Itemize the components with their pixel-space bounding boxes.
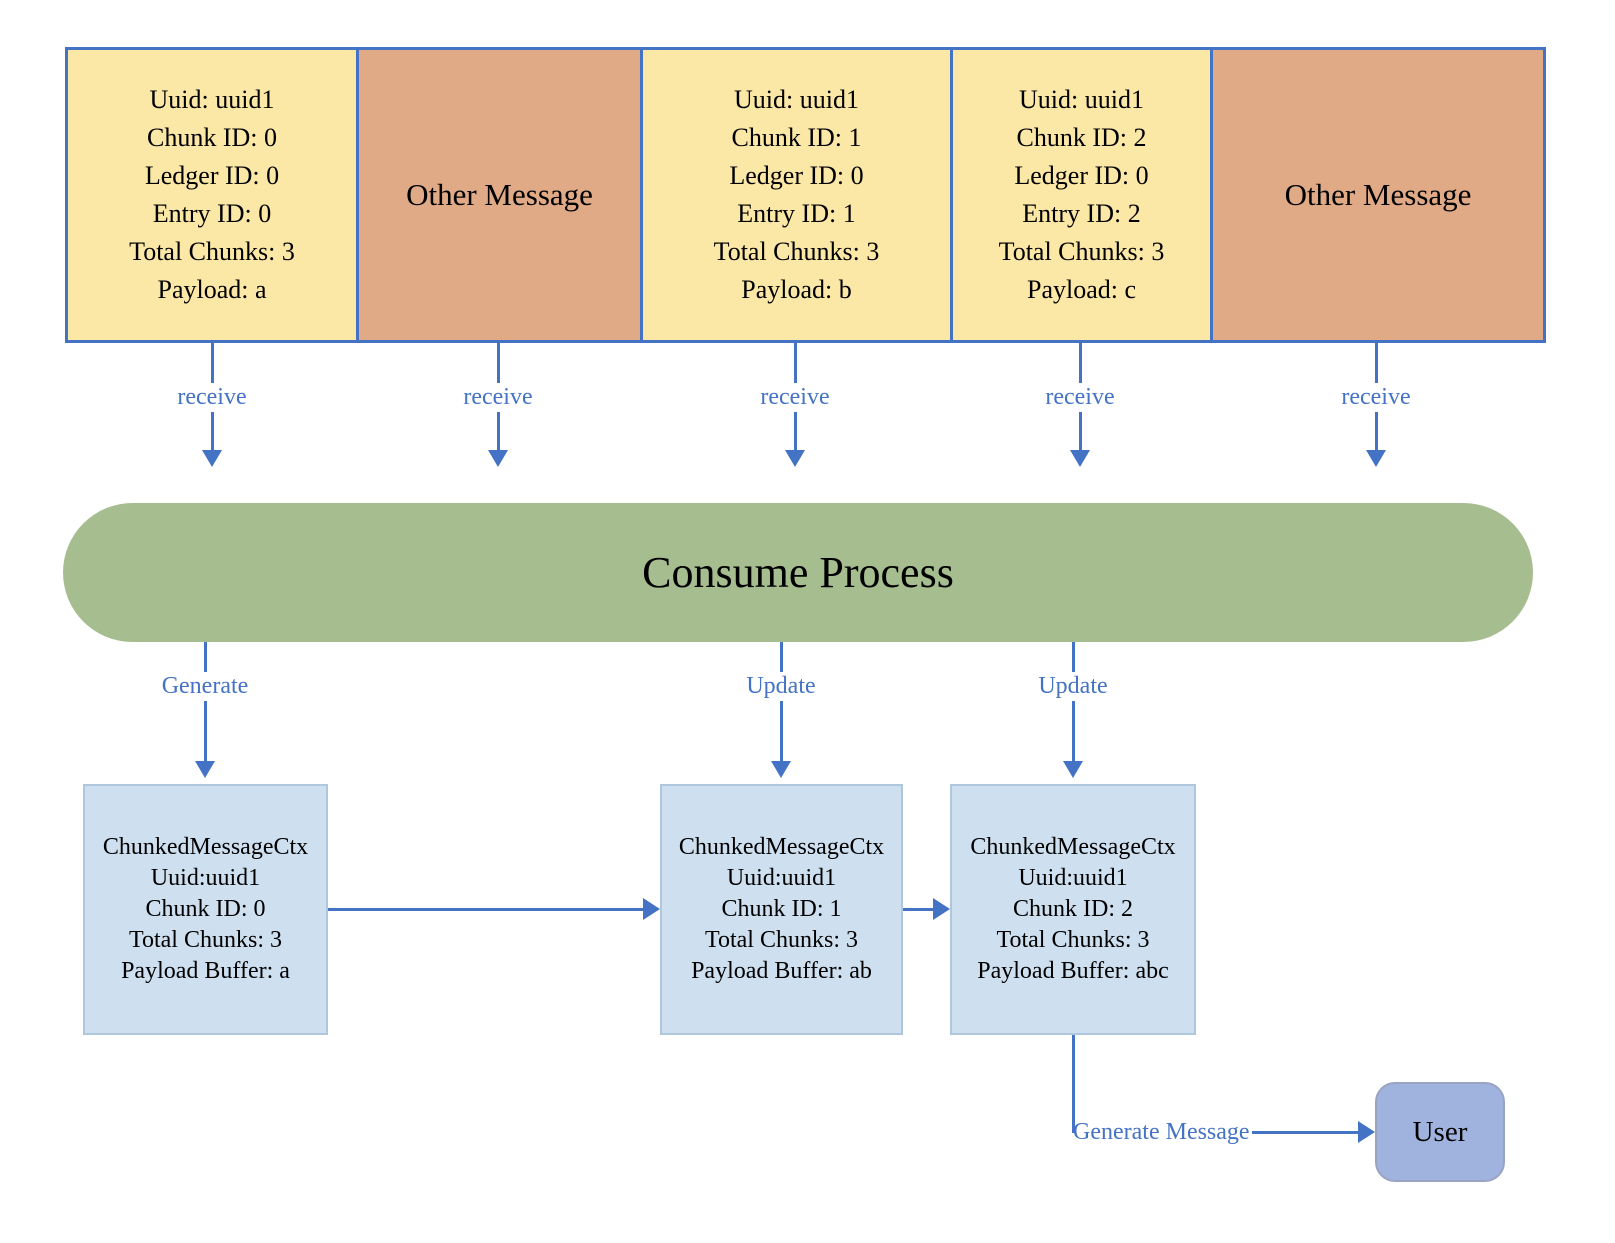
arrow-head-icon [195,761,215,778]
msg-line: Payload: b [741,275,852,304]
arrow-line [903,907,933,911]
generate-arrow: Generate [155,642,255,778]
msg-line: Chunk ID: 0 [147,123,277,152]
other-message-box-2: Other Message [1210,50,1543,340]
msg-line: Ledger ID: 0 [1014,161,1149,190]
receive-arrow-1: receive [171,343,253,467]
msg-line: Entry ID: 2 [1022,199,1141,228]
msg-line: Uuid: uuid1 [734,85,859,114]
msg-line: Ledger ID: 0 [144,161,280,190]
arrow-head-icon [1366,450,1386,467]
ctx-line: Total Chunks: 3 [996,927,1150,953]
arrow-head-icon [488,450,508,467]
arrow-head-icon [643,898,660,920]
update-label: Update [1032,672,1114,701]
ctx-box-0: ChunkedMessageCtx Uuid:uuid1 Chunk ID: 0… [83,784,328,1035]
msg-line: Uuid: uuid1 [1019,85,1144,114]
arrow-line [203,642,207,761]
receive-arrow-5: receive [1335,343,1417,467]
receive-label: receive [171,383,253,412]
ctx-line: Chunk ID: 1 [721,896,842,922]
ctx-line: Uuid:uuid1 [726,865,837,891]
arrow-line [328,907,643,911]
ctx-line: ChunkedMessageCtx [678,834,885,860]
receive-label: receive [457,383,539,412]
receive-label: receive [1039,383,1121,412]
incoming-message-row: Uuid: uuid1 Chunk ID: 0 Ledger ID: 0 Ent… [65,47,1546,343]
ctx-line: Total Chunks: 3 [705,927,858,953]
msg-line: Payload: c [1026,275,1137,304]
receive-label: receive [1335,383,1417,412]
ctx-line: Chunk ID: 0 [145,896,266,922]
generate-message-arrow: Generate Message [1073,1118,1375,1145]
arrow-head-icon [785,450,805,467]
message-box-chunk-a: Uuid: uuid1 Chunk ID: 0 Ledger ID: 0 Ent… [68,50,356,340]
ctx-line: Uuid:uuid1 [1018,865,1128,891]
msg-line: Total Chunks: 3 [998,237,1165,266]
message-box-chunk-b: Uuid: uuid1 Chunk ID: 1 Ledger ID: 0 Ent… [640,50,950,340]
consume-process-box: Consume Process [63,503,1533,642]
arrow-head-icon [202,450,222,467]
ctx-line: Uuid:uuid1 [150,865,261,891]
ctx-box-2: ChunkedMessageCtx Uuid:uuid1 Chunk ID: 2… [950,784,1196,1035]
ctx-line: ChunkedMessageCtx [102,834,309,860]
message-box-chunk-c: Uuid: uuid1 Chunk ID: 2 Ledger ID: 0 Ent… [950,50,1210,340]
other-message-label: Other Message [1284,177,1472,212]
generate-label: Generate [155,672,255,701]
arrow-line [779,642,783,761]
generate-message-label: Generate Message [1073,1118,1250,1145]
msg-line: Entry ID: 1 [737,199,856,228]
ctx-line: Total Chunks: 3 [129,927,282,953]
update-arrow-1: Update [740,642,822,778]
ctx-line: Payload Buffer: a [121,958,290,984]
arrow-head-icon [1063,761,1083,778]
msg-line: Total Chunks: 3 [129,237,295,266]
update-label: Update [740,672,822,701]
arrow-head-icon [1070,450,1090,467]
arrow-head-icon [1358,1121,1375,1143]
generate-message-connector-vertical [1072,1035,1075,1133]
arrow-head-icon [933,898,950,920]
msg-line: Chunk ID: 1 [731,123,862,152]
ctx-line: Payload Buffer: abc [977,958,1169,984]
msg-line: Ledger ID: 0 [729,161,864,190]
arrow-line [1251,1130,1358,1134]
msg-line: Entry ID: 0 [152,199,272,228]
ctx-arrow-0-1 [328,898,660,920]
ctx-arrow-1-2 [903,898,950,920]
msg-line: Total Chunks: 3 [713,237,880,266]
arrow-head-icon [771,761,791,778]
receive-arrow-4: receive [1039,343,1121,467]
receive-arrow-2: receive [457,343,539,467]
ctx-box-1: ChunkedMessageCtx Uuid:uuid1 Chunk ID: 1… [660,784,903,1035]
arrow-line [1071,642,1075,761]
msg-line: Payload: a [157,275,267,304]
receive-arrow-3: receive [754,343,836,467]
msg-line: Uuid: uuid1 [149,85,275,114]
msg-line: Chunk ID: 2 [1016,123,1147,152]
consume-process-title: Consume Process [642,548,954,597]
update-arrow-2: Update [1032,642,1114,778]
ctx-line: Payload Buffer: ab [691,958,872,984]
user-box: User [1375,1082,1505,1182]
receive-label: receive [754,383,836,412]
other-message-box-1: Other Message [356,50,640,340]
ctx-line: Chunk ID: 2 [1013,896,1133,922]
ctx-line: ChunkedMessageCtx [970,834,1176,860]
other-message-label: Other Message [406,177,593,212]
user-label: User [1412,1115,1468,1148]
